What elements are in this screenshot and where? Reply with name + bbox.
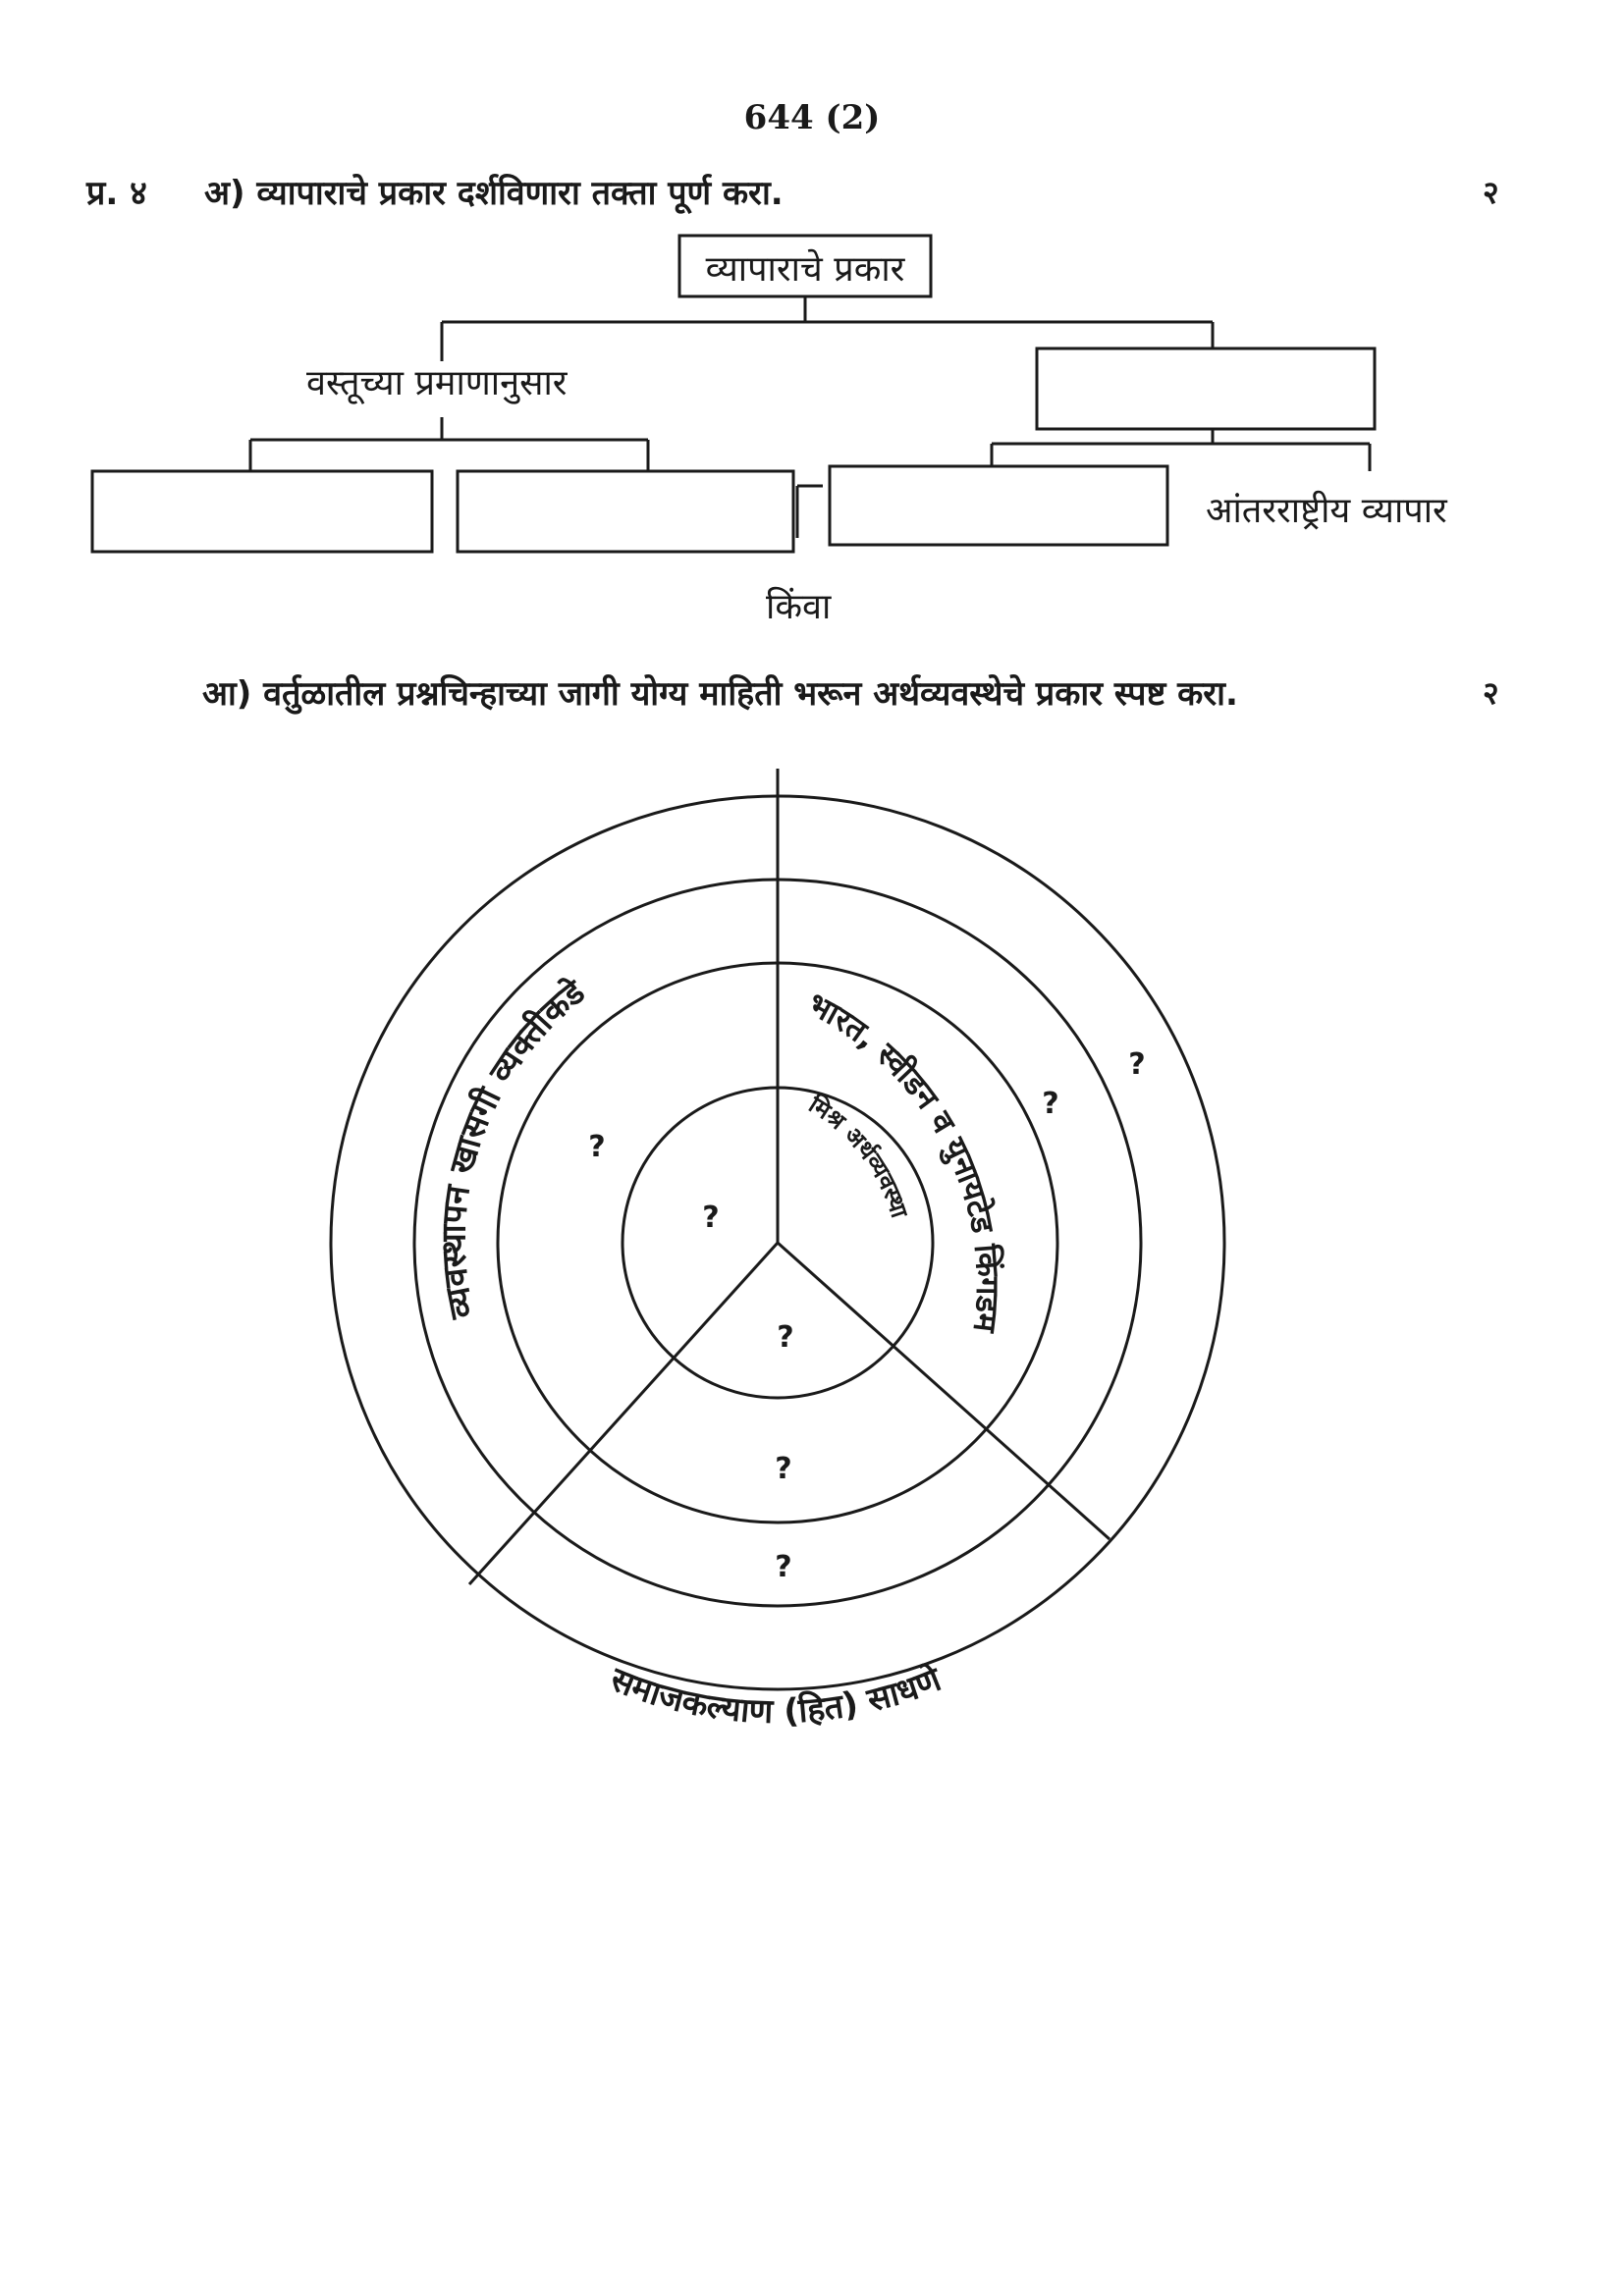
part-a-text: अ) व्यापाराचे प्रकार दर्शविणारा तक्ता पू… [204,174,784,213]
left-leaf-blank-box-2[interactable] [456,469,795,554]
trade-types-tree [90,234,1377,554]
question-mark-third-right: ? [1042,1087,1058,1121]
question-mark-third-bottom: ? [775,1550,791,1584]
question-mark-inner-left: ? [702,1201,719,1235]
part-a-marks: २ [1483,174,1499,211]
right-leaf-blank-box[interactable] [828,464,1169,547]
question-mark-outer-right: ? [1128,1047,1145,1082]
or-text: किंवा [766,587,832,627]
right-branch-blank-box[interactable] [1035,347,1377,431]
label-social-welfare: समाजकल्याण (हित) साधणे [604,1658,947,1732]
question-mark-inner-bottom: ? [777,1320,793,1355]
question-mark-second-bottom: ? [775,1452,791,1486]
divider-left [467,1241,780,1586]
divider-right [777,1241,1110,1541]
page-number: 644 (2) [743,98,881,137]
question-number: प्र. ४ [86,174,147,213]
question-mark-third-left: ? [588,1130,605,1164]
right-leaf-label: आंतरराष्ट्रीय व्यापार [1206,491,1447,531]
left-leaf-blank-box-1[interactable] [90,469,434,554]
label-countries: भारत, स्वीडन व युनायटेड किंगडम [801,985,1006,1336]
root-label: व्यापाराचे प्रकार [705,249,905,290]
part-b-text: आ) वर्तुळातील प्रश्नचिन्हाच्या जागी योग्… [202,674,1238,714]
part-b-marks: २ [1483,674,1499,712]
left-branch-label: वस्तूच्या प्रमाणानुसार [306,363,568,403]
